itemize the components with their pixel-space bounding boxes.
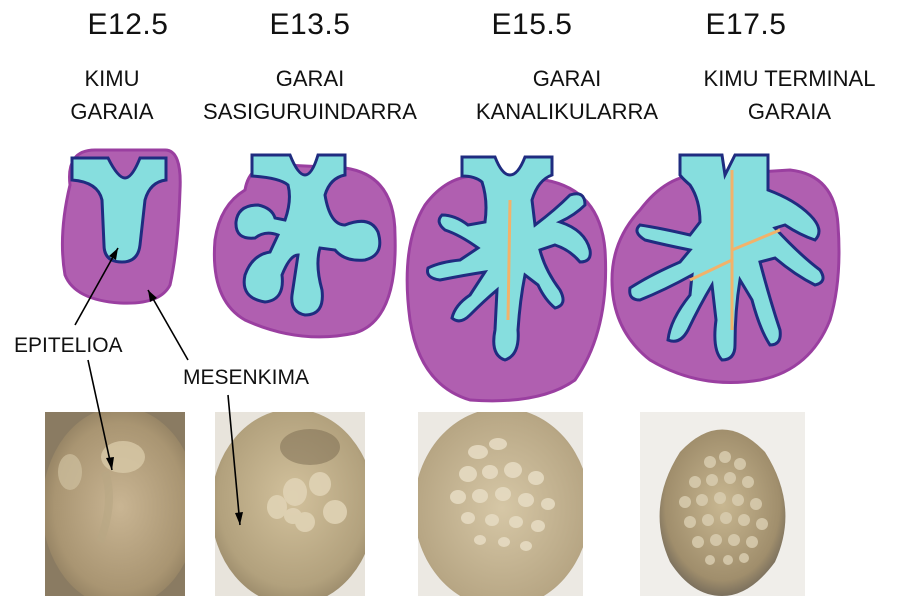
diagram-e12-5: [62, 150, 180, 303]
arrow-epithelium-photo: [88, 360, 112, 470]
diagram-e17-5: [612, 155, 839, 383]
arrow-mesenchyme-photo: [228, 395, 240, 525]
label-mesenchyme: MESENKIMA: [183, 366, 309, 390]
label-epithelium: EPITELIOA: [14, 334, 123, 358]
diagram-e13-5: [214, 155, 395, 337]
diagram-e15-5: [407, 157, 605, 401]
arrow-mesenchyme-diagram: [148, 290, 188, 360]
duct-e15-5: [508, 200, 510, 320]
